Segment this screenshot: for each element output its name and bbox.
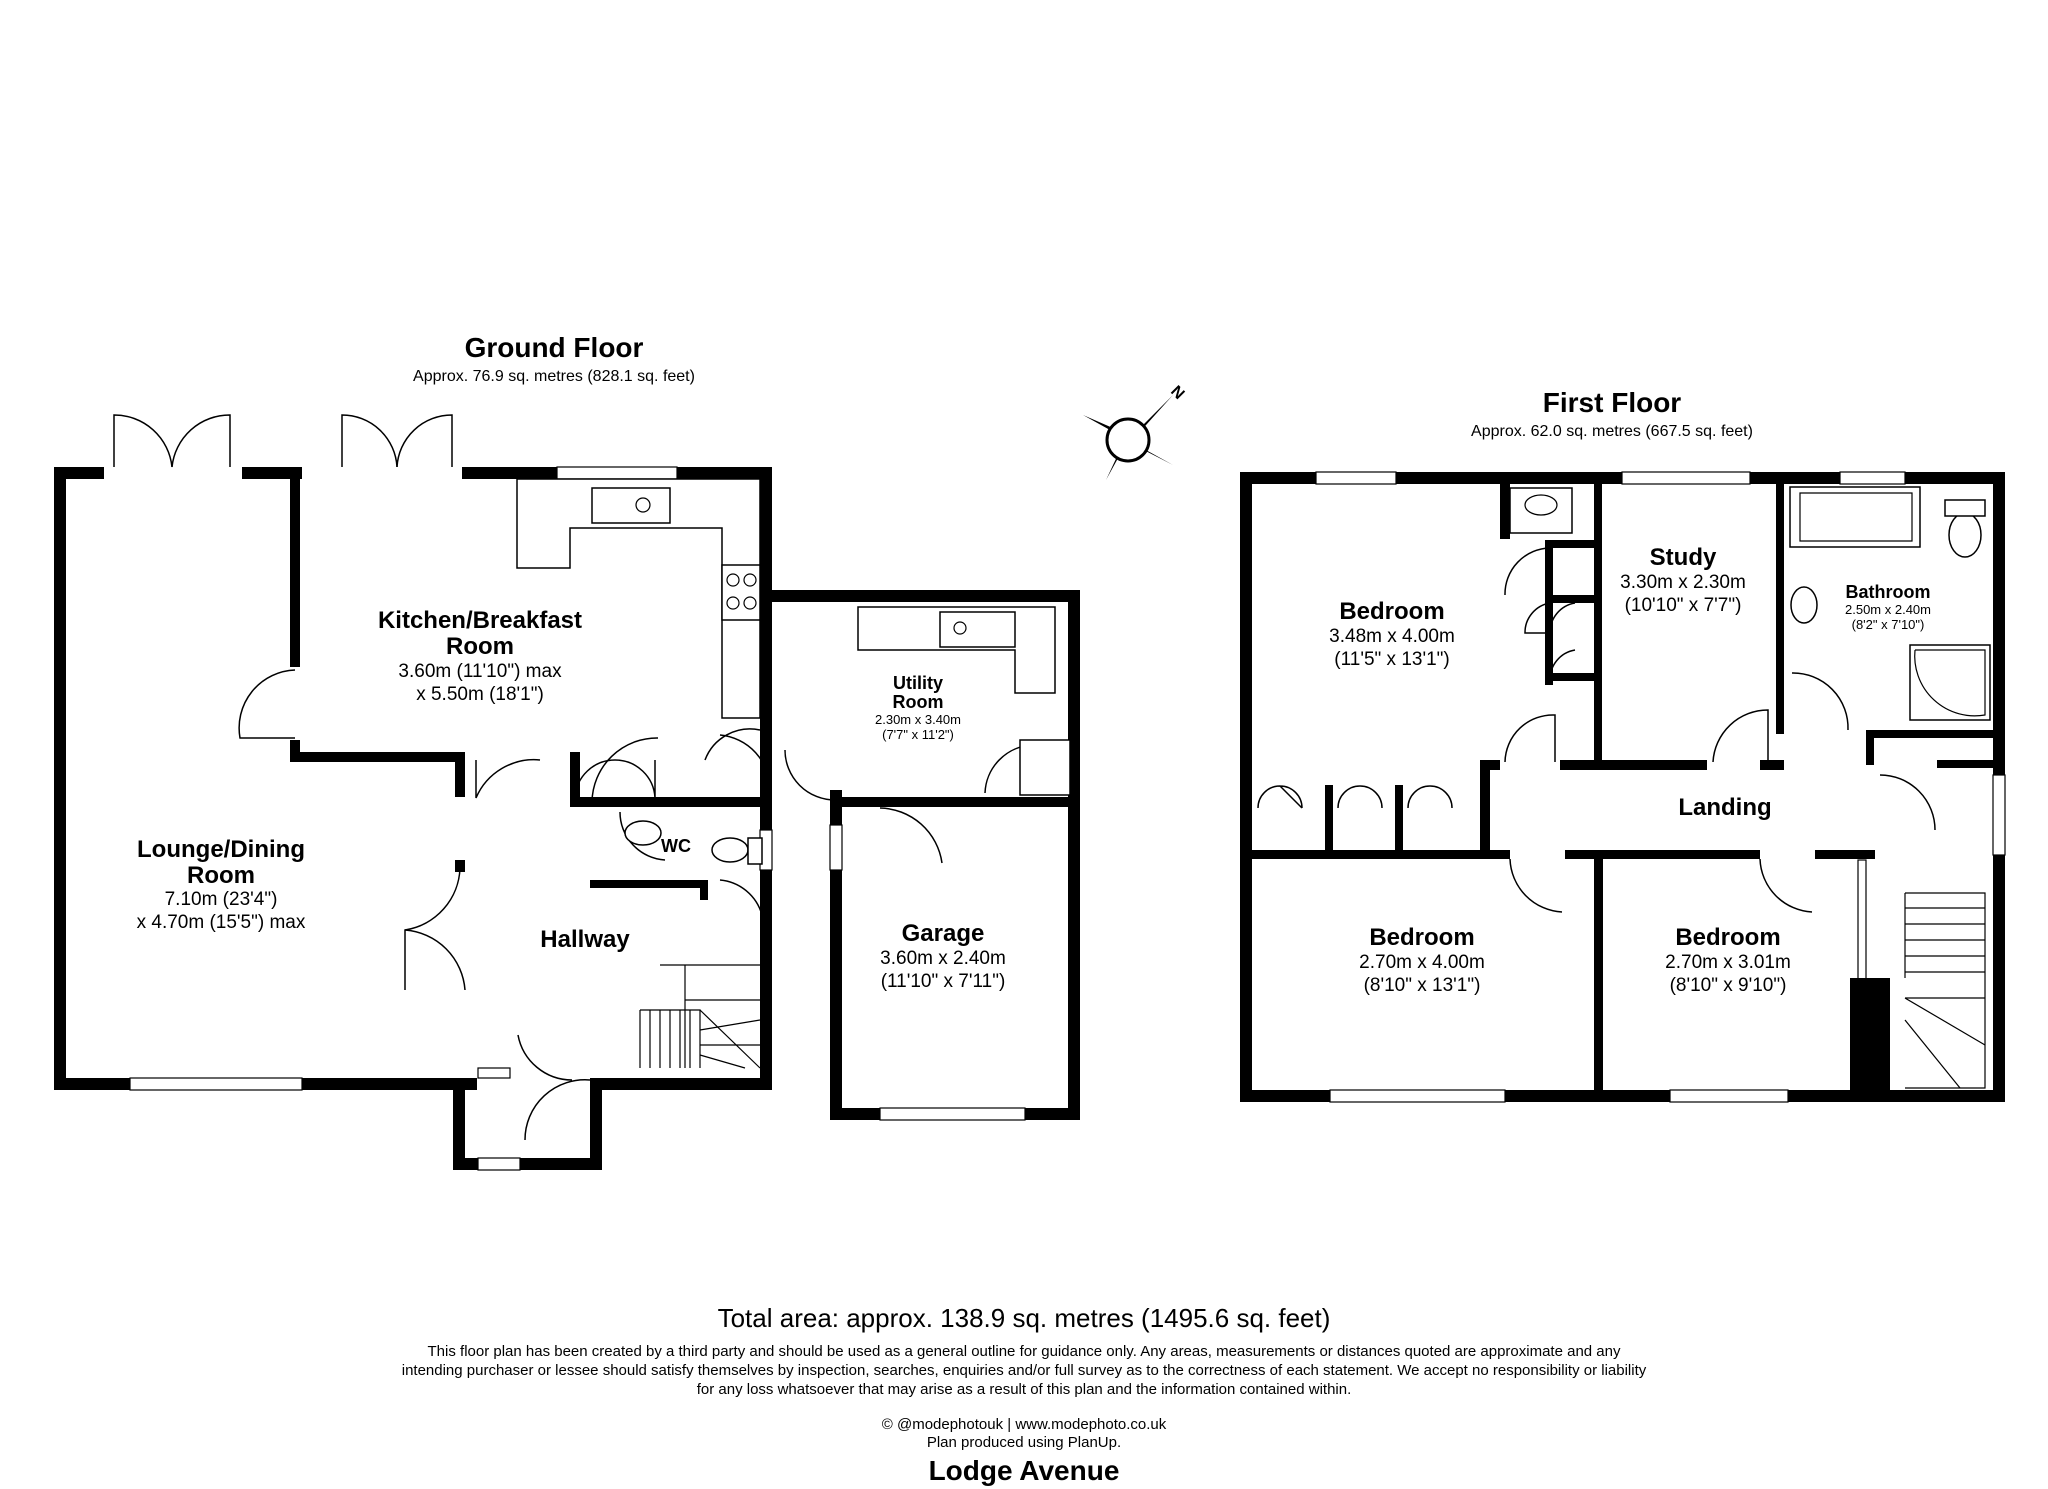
- landing-name: Landing: [1678, 794, 1771, 821]
- footer: Total area: approx. 138.9 sq. metres (14…: [402, 1303, 1647, 1486]
- bedroom-2-dim-1: 2.70m x 4.00m: [1359, 952, 1485, 973]
- kitchen-name-1: Kitchen/Breakfast: [378, 607, 582, 634]
- kitchen-name-2: Room: [446, 633, 514, 660]
- study-dim-2: (10'10" x 7'7"): [1625, 595, 1742, 616]
- first-floor-plan: First Floor Approx. 62.0 sq. metres (667…: [1240, 387, 2006, 1103]
- bedroom-2-name: Bedroom: [1369, 924, 1474, 951]
- ground-floor-windows: [129, 466, 1026, 1171]
- bedroom-3-dim-1: 2.70m x 3.01m: [1665, 952, 1791, 973]
- lounge-french-doors: [113, 414, 453, 468]
- bedroom-1-dim-1: 3.48m x 4.00m: [1329, 626, 1455, 647]
- garage-dim-2: (11'10" x 7'11"): [881, 971, 1006, 992]
- ground-floor-plan: Ground Floor Approx. 76.9 sq. metres (82…: [54, 332, 1080, 1171]
- bedroom-1-name: Bedroom: [1339, 598, 1444, 625]
- study-dim-1: 3.30m x 2.30m: [1620, 572, 1746, 593]
- bedroom-1-dim-2: (11'5" x 13'1"): [1334, 649, 1449, 670]
- lounge-name-2: Room: [187, 862, 255, 889]
- bedroom-3-dim-2: (8'10" x 9'10"): [1670, 975, 1787, 996]
- hallway-name: Hallway: [540, 926, 630, 953]
- compass-north-label: N: [1167, 383, 1187, 403]
- first-floor-title: First Floor: [1543, 387, 1682, 418]
- total-area: Total area: approx. 138.9 sq. metres (14…: [718, 1303, 1331, 1333]
- kitchen-dim-1: 3.60m (11'10") max: [398, 661, 562, 682]
- bedroom-3-name: Bedroom: [1675, 924, 1780, 951]
- compass-icon: N: [1083, 383, 1187, 480]
- study-name: Study: [1650, 544, 1717, 571]
- bedroom-2-dim-2: (8'10" x 13'1"): [1364, 975, 1481, 996]
- ground-floor-area: Approx. 76.9 sq. metres (828.1 sq. feet): [413, 368, 695, 385]
- ground-floor-title: Ground Floor: [465, 332, 644, 363]
- kitchen-dim-2: x 5.50m (18'1"): [416, 684, 544, 705]
- utility-name-2: Room: [893, 692, 944, 712]
- utility-dim-2: (7'7" x 11'2"): [882, 727, 954, 742]
- lounge-dim-1: 7.10m (23'4"): [165, 889, 278, 910]
- first-floor-inner-walls: [1250, 484, 2000, 1098]
- credit-line: © @modephotouk | www.modephoto.co.uk: [882, 1416, 1167, 1433]
- ground-floor-walls: [54, 467, 1080, 1170]
- utility-dim-1: 2.30m x 3.40m: [875, 712, 961, 727]
- bathroom-dim-1: 2.50m x 2.40m: [1845, 602, 1931, 617]
- first-floor-fittings: [1509, 486, 1991, 1089]
- property-address: Lodge Avenue: [929, 1455, 1120, 1486]
- produced-by-line: Plan produced using PlanUp.: [927, 1434, 1121, 1451]
- first-floor-windows: [1315, 471, 2006, 1103]
- first-floor-doors: [1257, 547, 1936, 913]
- first-floor-area: Approx. 62.0 sq. metres (667.5 sq. feet): [1471, 423, 1753, 440]
- wc-name: WC: [661, 836, 691, 856]
- bathroom-name: Bathroom: [1846, 582, 1931, 602]
- garage-name: Garage: [902, 920, 985, 947]
- disclaimer-line-2: intending purchaser or lessee should sat…: [402, 1362, 1647, 1379]
- lounge-name-1: Lounge/Dining: [137, 836, 305, 863]
- lounge-dim-2: x 4.70m (15'5") max: [137, 912, 306, 933]
- utility-name-1: Utility: [893, 673, 943, 693]
- garage-dim-1: 3.60m x 2.40m: [880, 948, 1006, 969]
- disclaimer-line-1: This floor plan has been created by a th…: [428, 1343, 1621, 1360]
- disclaimer-line-3: for any loss whatsoever that may arise a…: [697, 1381, 1352, 1398]
- kitchen-fittings: [516, 478, 1071, 1069]
- bathroom-dim-2: (8'2" x 7'10"): [1852, 617, 1925, 632]
